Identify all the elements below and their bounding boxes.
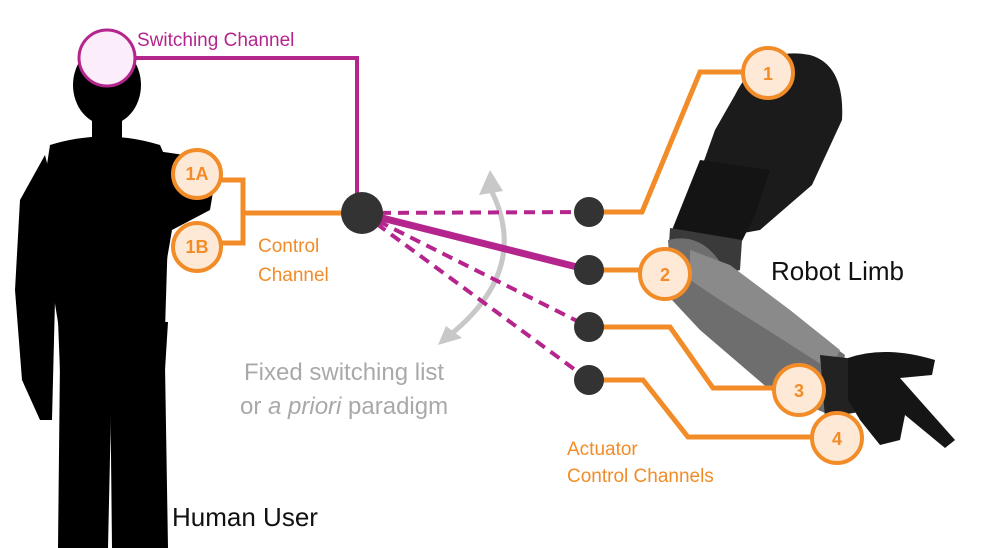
human-user-label: Human User — [172, 502, 318, 532]
actuator-lead-3 — [589, 324, 778, 391]
output-node-4 — [574, 365, 604, 395]
control-channel-label: Control Channel — [258, 232, 329, 290]
actuator-label-line2: Control Channels — [567, 466, 714, 487]
fixed-line2-suffix: paradigm — [341, 393, 449, 420]
dashed-connection-3 — [361, 211, 590, 329]
control-channel-label-line2: Channel — [258, 265, 329, 286]
dashed-connection-1 — [361, 210, 590, 215]
input-node-1b: 1B — [171, 221, 223, 273]
actuator-label-line1: Actuator — [567, 439, 638, 460]
switching-channel-node — [77, 28, 137, 88]
fixed-switching-line2: or a priori paradigm — [240, 390, 448, 424]
fixed-line2-italic: a priori — [268, 393, 342, 420]
human-silhouette-icon — [15, 45, 215, 548]
output-node-2 — [574, 255, 604, 285]
input-1b-label: 1B — [185, 237, 208, 257]
actuator-node-2: 2 — [638, 247, 692, 301]
input-node-1a: 1A — [171, 148, 223, 200]
fixed-line2-prefix: or — [240, 393, 269, 420]
actuator-channels-label: Actuator Control Channels — [567, 436, 714, 490]
actuator-node-4: 4 — [810, 411, 864, 465]
switching-channel-label: Switching Channel — [137, 30, 295, 51]
actuator-lead-4 — [589, 377, 814, 440]
fixed-switching-label: Fixed switching list or a priori paradig… — [240, 356, 448, 424]
active-connection-line — [361, 209, 590, 274]
actuator-node-1: 1 — [741, 46, 795, 100]
actuator-2-label: 2 — [660, 265, 670, 285]
actuator-4-label: 4 — [832, 429, 842, 449]
actuator-1-label: 1 — [763, 64, 773, 84]
output-node-3 — [574, 312, 604, 342]
actuator-lead-1 — [589, 69, 748, 215]
fixed-switching-line1: Fixed switching list — [244, 359, 445, 386]
actuator-node-3: 3 — [772, 363, 826, 417]
robot-limb-label: Robot Limb — [771, 256, 904, 286]
actuator-3-label: 3 — [794, 381, 804, 401]
input-1a-label: 1A — [185, 164, 208, 184]
switching-arrow-icon — [438, 170, 507, 345]
dashed-connection-4 — [360, 211, 591, 382]
switching-channel-line — [128, 56, 359, 208]
output-node-1 — [574, 197, 604, 227]
switch-hub-node — [341, 192, 383, 234]
control-channel-label-line1: Control — [258, 236, 320, 257]
